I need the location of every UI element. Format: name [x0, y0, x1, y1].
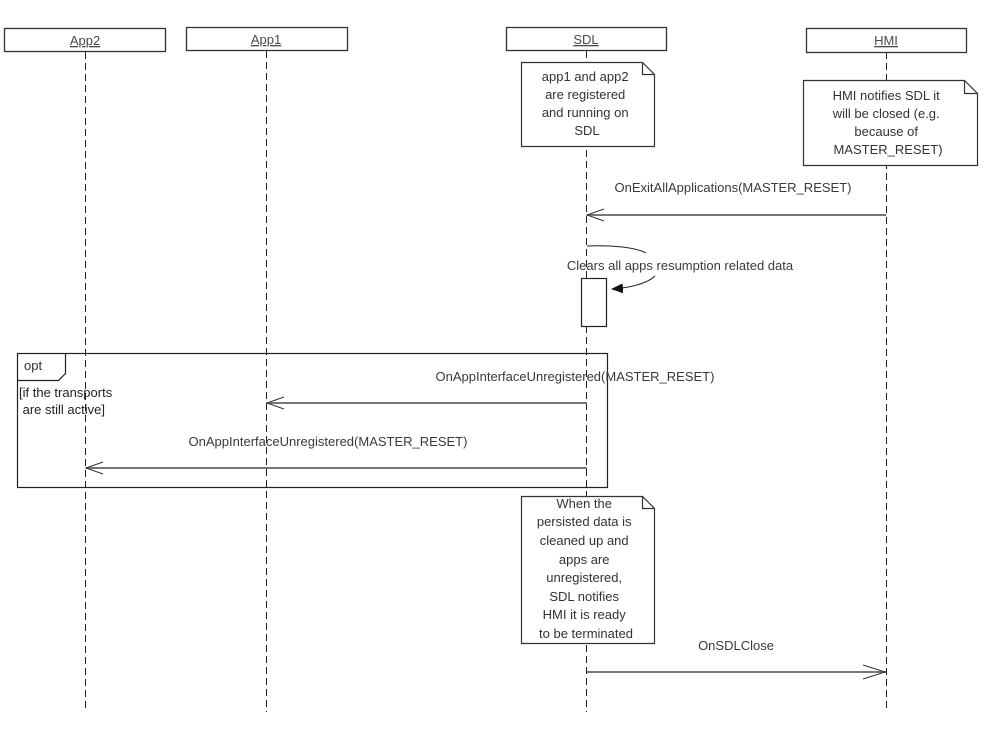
note-line: apps are — [559, 552, 610, 567]
svg-text:app1 and app2 are regist: app1 and app2 are registered and running… — [542, 69, 632, 138]
message-on-sdl-close[interactable]: OnSDLClose — [587, 638, 887, 680]
opt-fragment: opt [if the transports are still active] — [16, 352, 609, 489]
note-line: HMI notifies SDL it — [833, 88, 941, 103]
participant-app2[interactable]: App2 — [3, 27, 167, 53]
participant-hmi[interactable]: HMI — [805, 27, 968, 54]
fragment-guard: are still active] — [19, 402, 105, 417]
participant-app1[interactable]: App1 — [185, 26, 349, 52]
open-arrowhead-icon — [265, 396, 285, 410]
participant-label: HMI — [874, 33, 898, 48]
note-line: to be terminated — [539, 626, 633, 641]
note-line: app1 and app2 — [542, 69, 629, 84]
fragment-guard: [if the transports — [19, 385, 113, 400]
message-label: OnExitAllApplications(MASTER_RESET) — [615, 180, 852, 195]
note-line: and running on — [542, 105, 629, 120]
note-line: are registered — [545, 87, 625, 102]
message-label: OnSDLClose — [698, 638, 774, 653]
open-arrowhead-icon — [862, 664, 887, 680]
open-arrowhead-icon — [585, 208, 605, 222]
svg-text:When the persisted data: When the persisted data is cleaned up an… — [537, 496, 635, 641]
note-line: SDL notifies — [549, 589, 619, 604]
note-hmi-initial: HMI notifies SDL it will be closed (e.g.… — [802, 79, 979, 167]
message-on-exit-all-applications[interactable]: OnExitAllApplications(MASTER_RESET) — [585, 180, 886, 222]
message-clears-resumption-data[interactable]: Clears all apps resumption related data — [567, 245, 794, 294]
note-line: will be closed (e.g. — [832, 106, 940, 121]
message-label: OnAppInterfaceUnregistered(MASTER_RESET) — [189, 434, 468, 449]
note-line: unregistered, — [546, 570, 622, 585]
note-line: MASTER_RESET) — [833, 142, 942, 157]
fragment-operator: opt — [24, 358, 42, 373]
participant-label: App1 — [251, 32, 281, 47]
note-line: cleaned up and — [540, 533, 629, 548]
note-sdl-final: When the persisted data is cleaned up an… — [520, 495, 656, 645]
note-line: SDL — [574, 123, 599, 138]
message-label: OnAppInterfaceUnregistered(MASTER_RESET) — [436, 369, 715, 384]
note-line: HMI it is ready — [543, 607, 627, 622]
note-line: When the — [556, 496, 612, 511]
open-arrowhead-icon — [84, 461, 104, 475]
participant-label: SDL — [573, 32, 598, 47]
note-sdl-initial: app1 and app2 are registered and running… — [520, 61, 656, 148]
note-line: persisted data is — [537, 514, 632, 529]
message-label: Clears all apps resumption related data — [567, 258, 794, 273]
participant-sdl[interactable]: SDL — [505, 26, 668, 52]
message-on-app-interface-unregistered-app1[interactable]: OnAppInterfaceUnregistered(MASTER_RESET) — [265, 369, 715, 410]
message-on-app-interface-unregistered-app2[interactable]: OnAppInterfaceUnregistered(MASTER_RESET) — [84, 434, 587, 475]
svg-text:HMI notifies SDL it will: HMI notifies SDL it will be closed (e.g.… — [832, 88, 944, 157]
note-line: because of — [854, 124, 918, 139]
activation-bar-sdl — [580, 277, 608, 328]
participant-label: App2 — [70, 33, 100, 48]
